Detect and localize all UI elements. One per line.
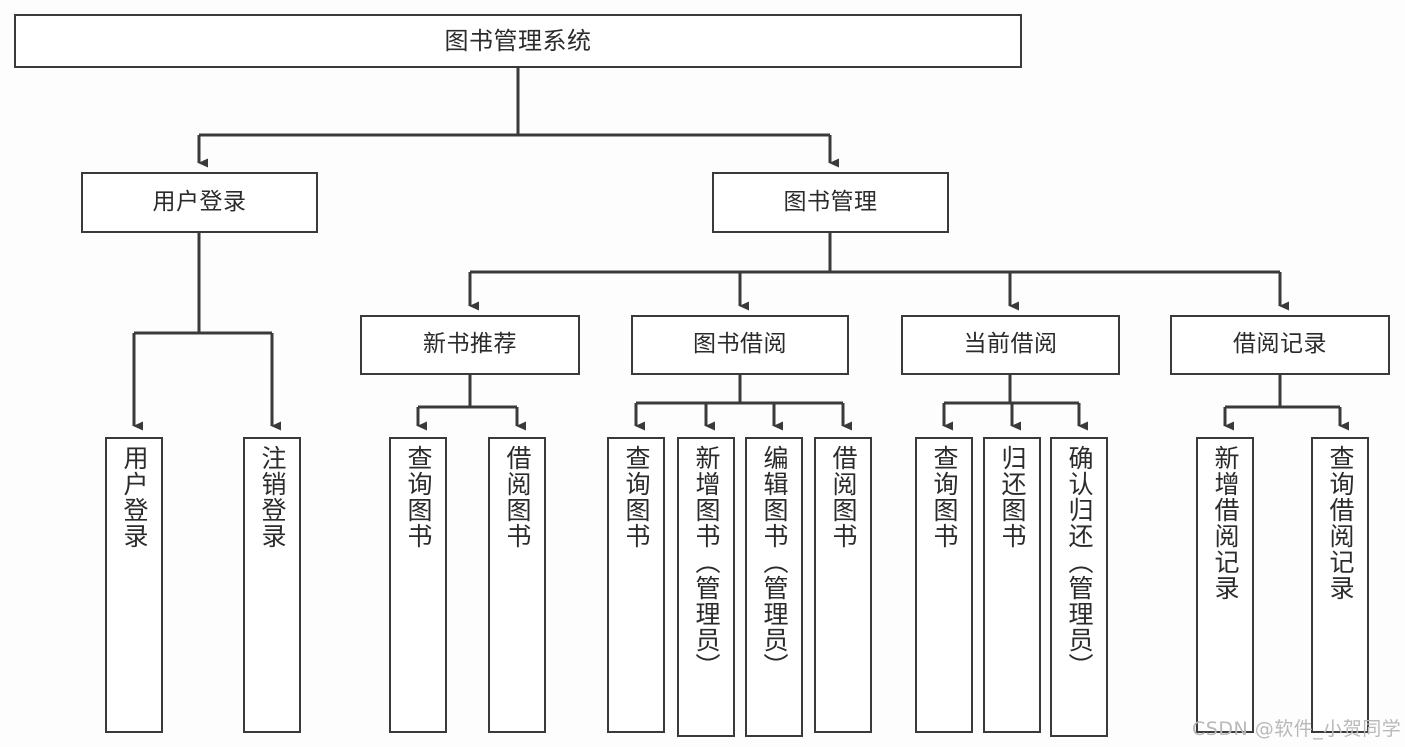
leaf-label: 借阅图书 bbox=[503, 445, 532, 549]
leaf-label: 新增图书（管理员） bbox=[692, 445, 721, 679]
leaf-label: 新增借阅记录 bbox=[1211, 445, 1240, 601]
leaf-confirm-return-admin[interactable]: 确认归还（管理员） bbox=[1050, 437, 1108, 737]
watermark-text: CSDN @软件_小贺同学 bbox=[1192, 718, 1402, 740]
leaf-label: 用户登录 bbox=[120, 445, 149, 549]
node-book-borrow[interactable]: 图书借阅 bbox=[631, 315, 849, 375]
node-label: 当前借阅 bbox=[963, 331, 1058, 358]
leaf-label: 查询图书 bbox=[622, 445, 651, 549]
node-label: 图书管理 bbox=[783, 188, 878, 215]
leaf-user-login[interactable]: 用户登录 bbox=[105, 437, 163, 733]
csdn-watermark: CSDN @软件_小贺同学 bbox=[1192, 714, 1401, 741]
leaf-add-book-admin[interactable]: 新增图书（管理员） bbox=[677, 437, 735, 737]
leaf-return-book[interactable]: 归还图书 bbox=[983, 437, 1041, 733]
leaf-label: 归还图书 bbox=[998, 445, 1027, 549]
node-current-borrow[interactable]: 当前借阅 bbox=[901, 315, 1120, 375]
node-user-login[interactable]: 用户登录 bbox=[81, 172, 318, 233]
node-label: 借阅记录 bbox=[1233, 331, 1327, 358]
leaf-logout[interactable]: 注销登录 bbox=[243, 437, 301, 733]
leaf-label: 注销登录 bbox=[258, 445, 287, 549]
leaf-query-borrow-record[interactable]: 查询借阅记录 bbox=[1311, 437, 1369, 733]
leaf-label: 查询图书 bbox=[404, 445, 433, 549]
node-label: 用户登录 bbox=[152, 188, 247, 215]
node-label: 图书管理系统 bbox=[444, 26, 592, 55]
node-root-book-management-system[interactable]: 图书管理系统 bbox=[14, 14, 1022, 68]
leaf-label: 查询图书 bbox=[930, 445, 959, 549]
leaf-edit-book-admin[interactable]: 编辑图书（管理员） bbox=[745, 437, 803, 737]
node-book-management[interactable]: 图书管理 bbox=[712, 172, 949, 233]
leaf-label: 借阅图书 bbox=[829, 445, 858, 549]
leaf-add-borrow-record[interactable]: 新增借阅记录 bbox=[1196, 437, 1254, 733]
leaf-label: 查询借阅记录 bbox=[1326, 445, 1355, 601]
leaf-borrow-book-recommend[interactable]: 借阅图书 bbox=[488, 437, 546, 733]
leaf-label: 编辑图书（管理员） bbox=[760, 445, 789, 679]
leaf-query-book-borrow[interactable]: 查询图书 bbox=[607, 437, 665, 733]
leaf-label: 确认归还（管理员） bbox=[1065, 445, 1094, 679]
leaf-query-book-current[interactable]: 查询图书 bbox=[915, 437, 973, 733]
node-label: 图书借阅 bbox=[693, 331, 787, 358]
node-borrow-record[interactable]: 借阅记录 bbox=[1170, 315, 1390, 375]
node-label: 新书推荐 bbox=[423, 331, 517, 358]
leaf-borrow-book[interactable]: 借阅图书 bbox=[814, 437, 872, 733]
node-new-book-recommend[interactable]: 新书推荐 bbox=[360, 315, 580, 375]
leaf-query-book-recommend[interactable]: 查询图书 bbox=[389, 437, 447, 733]
